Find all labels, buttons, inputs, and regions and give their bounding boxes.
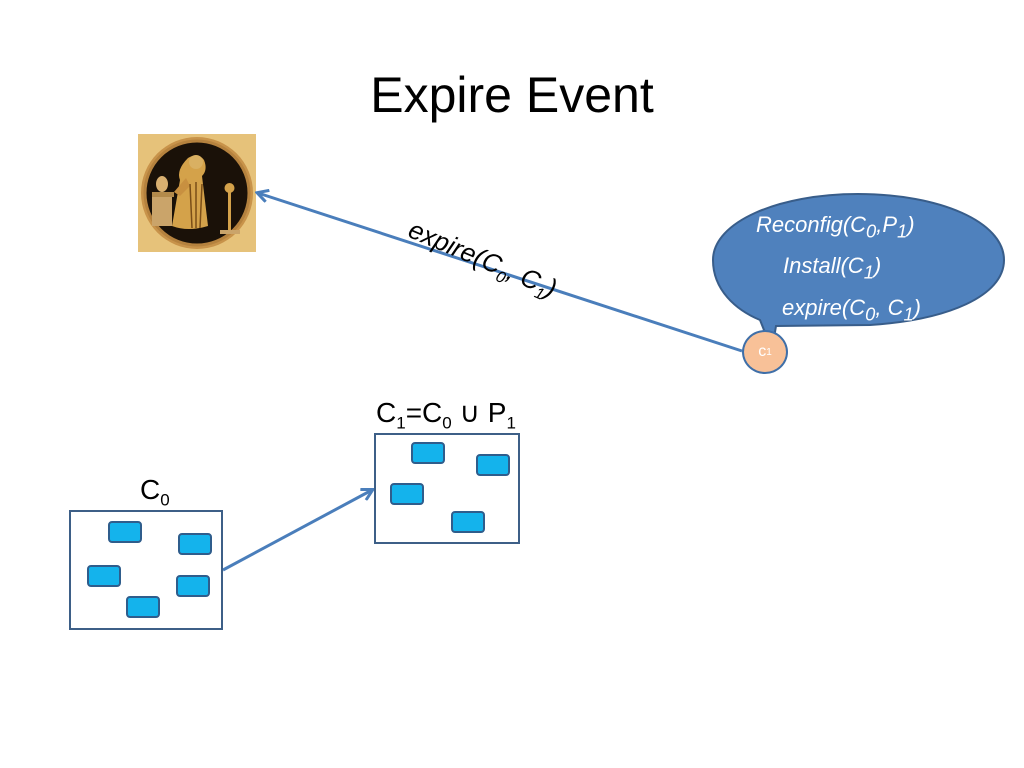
member-node [451,511,485,533]
member-node [178,533,212,555]
member-node [176,575,210,597]
config-c1-box [374,433,520,544]
config-c0-label: C0 [140,474,170,510]
config-c0-box [69,510,223,630]
speech-bubble-text: Reconfig(C0,P1) Install(C1) expire(C0, C… [730,207,1000,331]
bubble-line-reconfig: Reconfig(C0,P1) [756,212,915,242]
bubble-line-expire: expire(C0, C1) [782,294,921,325]
config-c1-label: C1=C0 ∪ P1 [376,397,516,433]
expire-arrow [258,193,743,353]
greek-medallion-image [138,134,256,252]
speech-bubble [711,192,1006,354]
page-title: Expire Event [370,67,654,123]
member-node [108,521,142,543]
member-node [126,596,160,618]
member-node [411,442,445,464]
member-node [87,565,121,587]
config-transition-arrow [222,490,372,572]
member-node [390,483,424,505]
bubble-line-install: Install(C1) [783,253,882,283]
member-node [476,454,510,476]
